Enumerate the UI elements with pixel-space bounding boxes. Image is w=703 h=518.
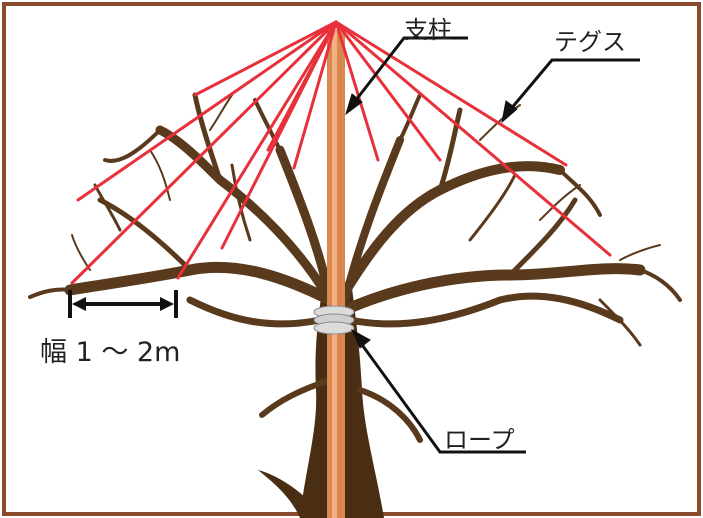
pole-label: 支柱	[404, 16, 452, 44]
pole-arrow	[345, 36, 468, 116]
fishing-lines	[70, 20, 612, 285]
width-label: 幅 1 ～ 2m	[40, 337, 181, 368]
fishing-line-label: テグス	[554, 28, 626, 56]
trunk-root-left	[258, 470, 308, 518]
support-pole-highlight	[332, 30, 337, 518]
rope-label: ロープ	[444, 426, 515, 454]
tree-branches	[28, 92, 682, 443]
width-indicator	[68, 290, 178, 318]
rope-arrow	[350, 328, 526, 454]
fishing-line-arrow	[501, 58, 640, 124]
rope-binding	[313, 305, 355, 335]
